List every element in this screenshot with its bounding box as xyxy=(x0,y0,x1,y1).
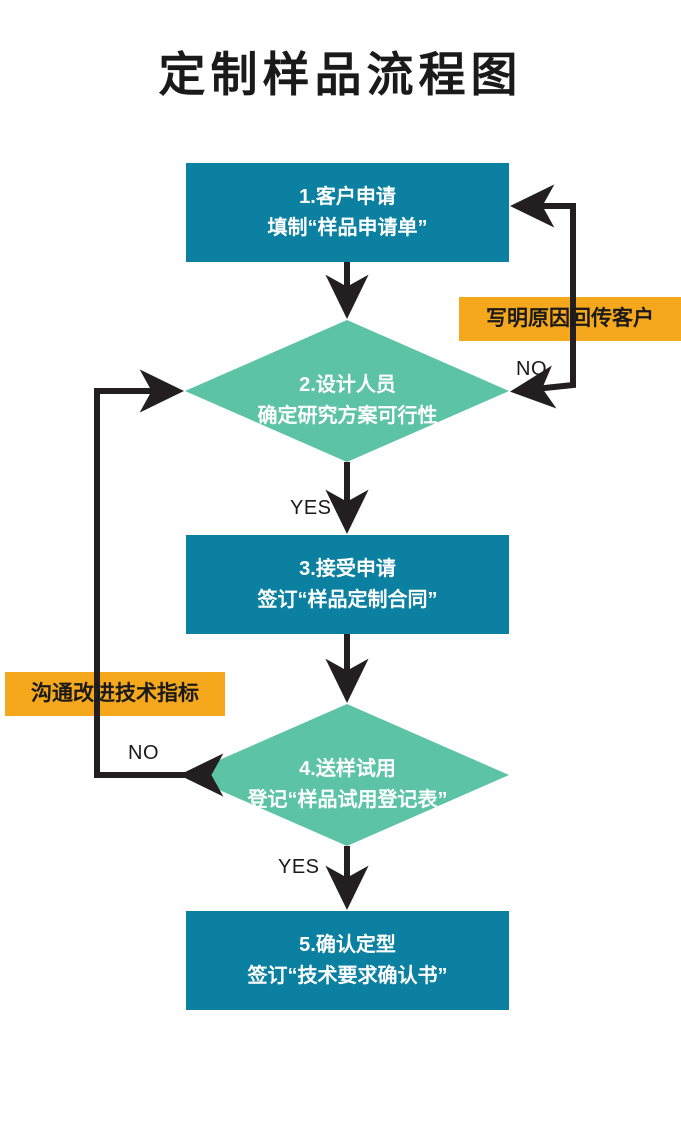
tag-2-shape xyxy=(5,672,225,716)
node-1-shape[interactable] xyxy=(186,163,509,262)
node-2-shape[interactable] xyxy=(185,320,509,462)
node-3-shape[interactable] xyxy=(186,535,509,634)
page-title: 定制样品流程图 xyxy=(158,50,523,102)
edge-n2-n1-no xyxy=(510,184,576,341)
edge-n2-to-tag1 xyxy=(510,297,576,409)
node-4-shape[interactable] xyxy=(185,704,509,846)
node-5-shape[interactable] xyxy=(186,911,509,1010)
edge-n4-n2-no xyxy=(94,369,224,797)
